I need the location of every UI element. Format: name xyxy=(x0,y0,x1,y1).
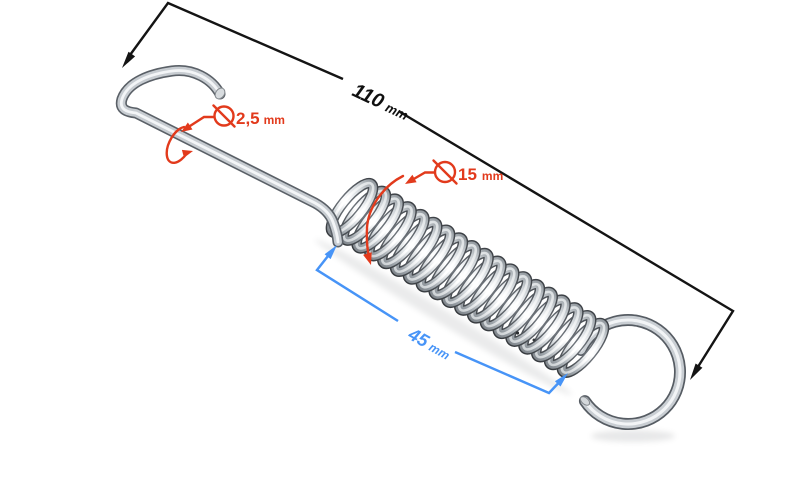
arrowhead-to-bottom-hook xyxy=(690,363,703,380)
bottom-hook-loop xyxy=(574,314,686,430)
arrowhead-to-coil-start xyxy=(324,245,337,260)
leader-line xyxy=(188,115,216,128)
leader-line xyxy=(410,171,436,182)
diameter-icon xyxy=(212,104,236,128)
diameter-icon xyxy=(432,159,458,185)
dimension-line xyxy=(399,110,735,371)
arrowhead-to-wire xyxy=(181,122,193,132)
loop-shadow xyxy=(591,430,675,442)
arrowhead-to-coil-end xyxy=(554,373,568,387)
coil-girth-arc xyxy=(365,174,405,260)
arrowhead-girth-arc xyxy=(181,149,193,158)
label-overall-length: 110mm xyxy=(349,80,413,125)
hook-wire-end-cap xyxy=(214,87,226,100)
spring xyxy=(115,65,686,442)
wire-girth-arc xyxy=(165,125,189,165)
dimension-line xyxy=(129,1,344,81)
coil-speck xyxy=(515,331,520,335)
top-hook-and-shank xyxy=(115,65,344,248)
arrowhead-coil-girth xyxy=(363,252,372,265)
loop-wire-end-cap xyxy=(579,396,591,406)
coil-shadow xyxy=(315,239,573,396)
arrowhead-to-top-hook xyxy=(122,51,136,68)
coil-body xyxy=(315,177,610,396)
coil-speck xyxy=(532,338,536,342)
dimension-line xyxy=(315,255,399,323)
dimension-line xyxy=(454,350,559,395)
label-body-length: 45mm xyxy=(404,324,455,364)
arrowhead-to-coil xyxy=(405,174,417,184)
